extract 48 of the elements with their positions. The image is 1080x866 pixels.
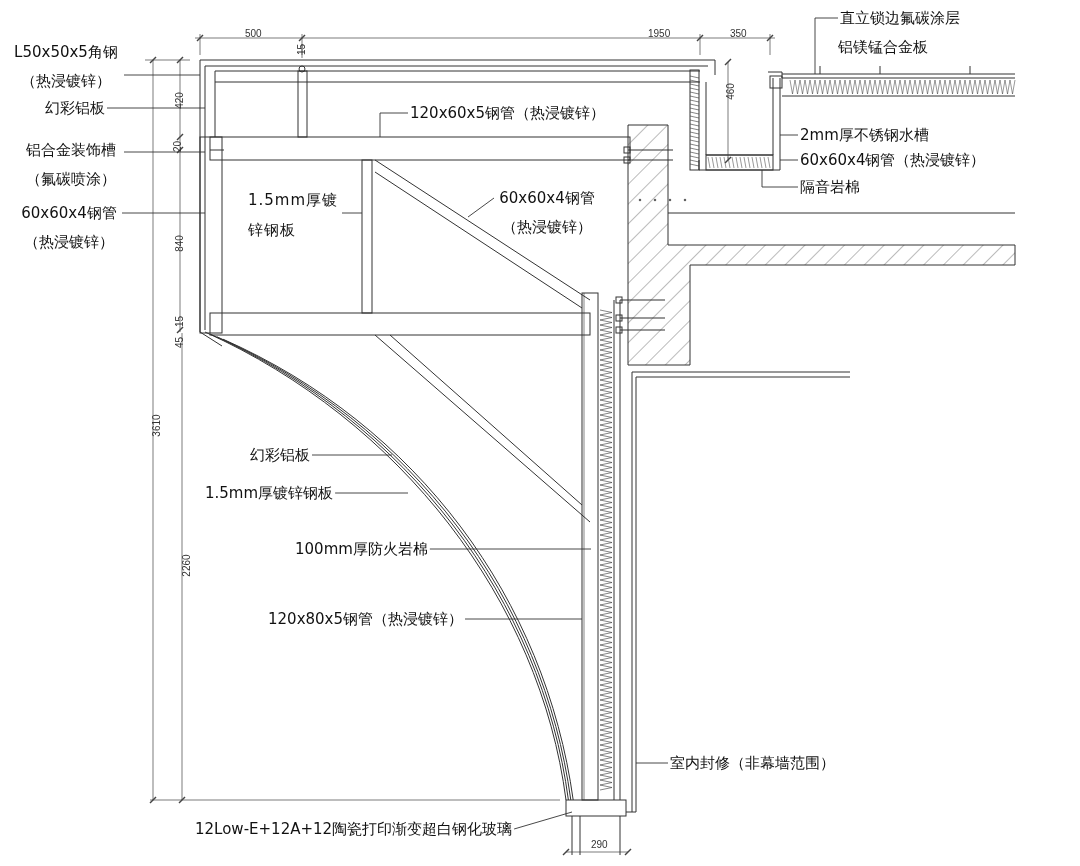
leader-line: [814, 17, 839, 75]
callout-text: 60x60x4钢管（热浸镀锌）: [496, 184, 598, 242]
dimension-text: 2260: [180, 554, 192, 577]
leader-line: [123, 74, 201, 76]
callout-text: 幻彩铝板: [45, 94, 105, 122]
callout-text: 120x80x5钢管（热浸镀锌）: [268, 605, 463, 633]
callout-text: 铝合金装饰槽（氟碳喷涂）: [20, 136, 122, 194]
dimension-text: 350: [730, 28, 747, 39]
leader-line: [513, 811, 573, 830]
dimension-text: 45: [174, 336, 186, 349]
leader-line: [123, 151, 206, 153]
leader-line: [379, 112, 409, 138]
callout-text: 60x60x4钢管（热浸镀锌）: [18, 199, 120, 257]
leader-line: [311, 454, 393, 456]
dimension-text: 290: [591, 839, 608, 850]
dimension-text: 840: [173, 235, 185, 252]
dimension-text: 15: [174, 315, 186, 328]
callout-text: 2mm厚不锈钢水槽: [800, 121, 929, 149]
dimension-text: 15: [296, 43, 308, 56]
callout-text: 铝镁锰合金板: [838, 38, 928, 56]
dimension-text: 1950: [648, 28, 671, 39]
dimension-text: 3610: [150, 414, 162, 437]
callout-text: L50x50x5角钢（热浸镀锌）: [10, 38, 122, 96]
leader-line: [779, 134, 799, 136]
leader-line: [121, 212, 206, 214]
leader-line: [464, 618, 583, 620]
callout-text: 12Low-E+12A+12陶瓷打印渐变超白钢化玻璃: [195, 815, 513, 843]
dimension-text: 20: [172, 140, 184, 153]
leader-line: [635, 762, 669, 764]
leader-line: [779, 159, 799, 161]
callout-text: 隔音岩棉: [800, 173, 860, 201]
dimension-text: 420: [173, 92, 185, 109]
leader-line: [467, 197, 495, 218]
leader-line: [429, 548, 592, 550]
callout-text: 1.5mm厚镀锌钢板: [205, 479, 334, 507]
callout-text: 1.5mm厚镀锌钢板: [248, 185, 340, 245]
callout-text: 幻彩铝板: [250, 441, 310, 469]
leader-line: [106, 107, 206, 109]
dimension-text: 460: [724, 83, 736, 100]
callout-text: 120x60x5钢管（热浸镀锌）: [410, 99, 605, 127]
dimension-text: 500: [245, 28, 262, 39]
leader-line: [761, 169, 799, 188]
callout-text: 100mm厚防火岩棉: [295, 535, 428, 563]
callout-text: 直立锁边氟碳涂层: [840, 4, 960, 32]
leader-line: [334, 492, 409, 494]
callout-text: 室内封修（非幕墙范围）: [670, 749, 835, 777]
leader-line: [341, 212, 363, 214]
callout-text: 60x60x4钢管（热浸镀锌）: [800, 146, 986, 174]
